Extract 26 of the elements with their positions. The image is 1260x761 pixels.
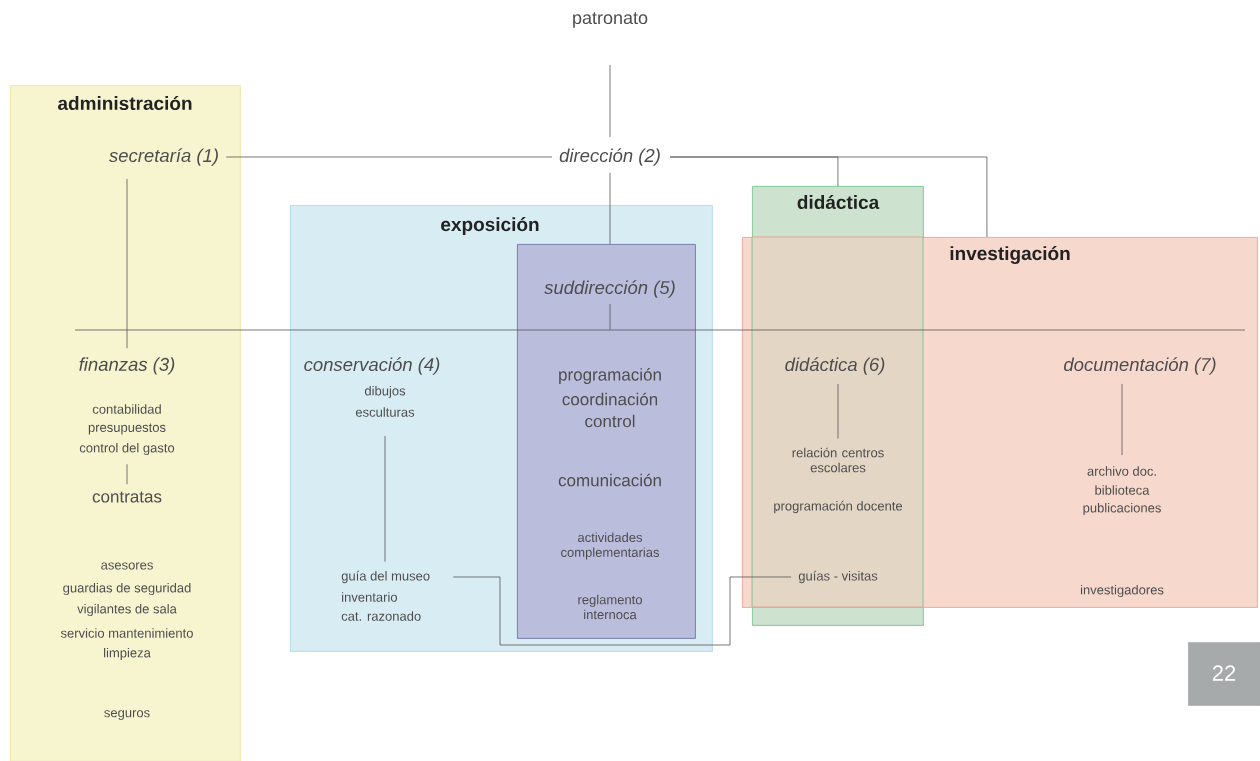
unit-label: documentación (7) <box>1064 357 1216 375</box>
unit-label: guías - visitas <box>798 570 878 584</box>
subdepartment-box: suddirección (5) programación coordinación control comunicación actividades complementarias reglamento internoca <box>517 244 696 639</box>
connector-line <box>837 383 839 439</box>
connector-line <box>609 172 611 245</box>
item-label: investigadores <box>1080 584 1164 598</box>
unit-label: conservación (4) dibujos esculturas <box>304 357 440 417</box>
board-label: patronato <box>573 12 648 28</box>
connector-line <box>225 156 553 158</box>
item-label: seguros <box>104 710 150 720</box>
connector-line <box>669 156 988 238</box>
unit-label: archivo doc. biblioteca publicaciones <box>1083 466 1161 516</box>
unit-label: guía del museo inventario cat. razonado <box>341 570 430 621</box>
unit-label: secretaría (1) <box>109 148 218 166</box>
unit-label: dirección (2) <box>559 148 660 166</box>
connector-line <box>126 178 128 349</box>
unit-label: didáctica (6) <box>785 357 885 375</box>
unit-label: finanzas (3) contabilidad presupuestos control del gasto <box>79 357 175 456</box>
unit-label: relación centros escolares programación docente <box>774 447 903 514</box>
page-number-box: 22 <box>1188 642 1260 706</box>
connector-line <box>1121 383 1123 456</box>
connector-line <box>452 576 792 646</box>
unit-label: contratas asesores guardias de seguridad vigilantes de sala servicio mantenimiento limpieza <box>60 491 193 661</box>
connector-line <box>609 64 611 138</box>
connector-line <box>126 463 128 485</box>
connector-line <box>384 435 386 563</box>
